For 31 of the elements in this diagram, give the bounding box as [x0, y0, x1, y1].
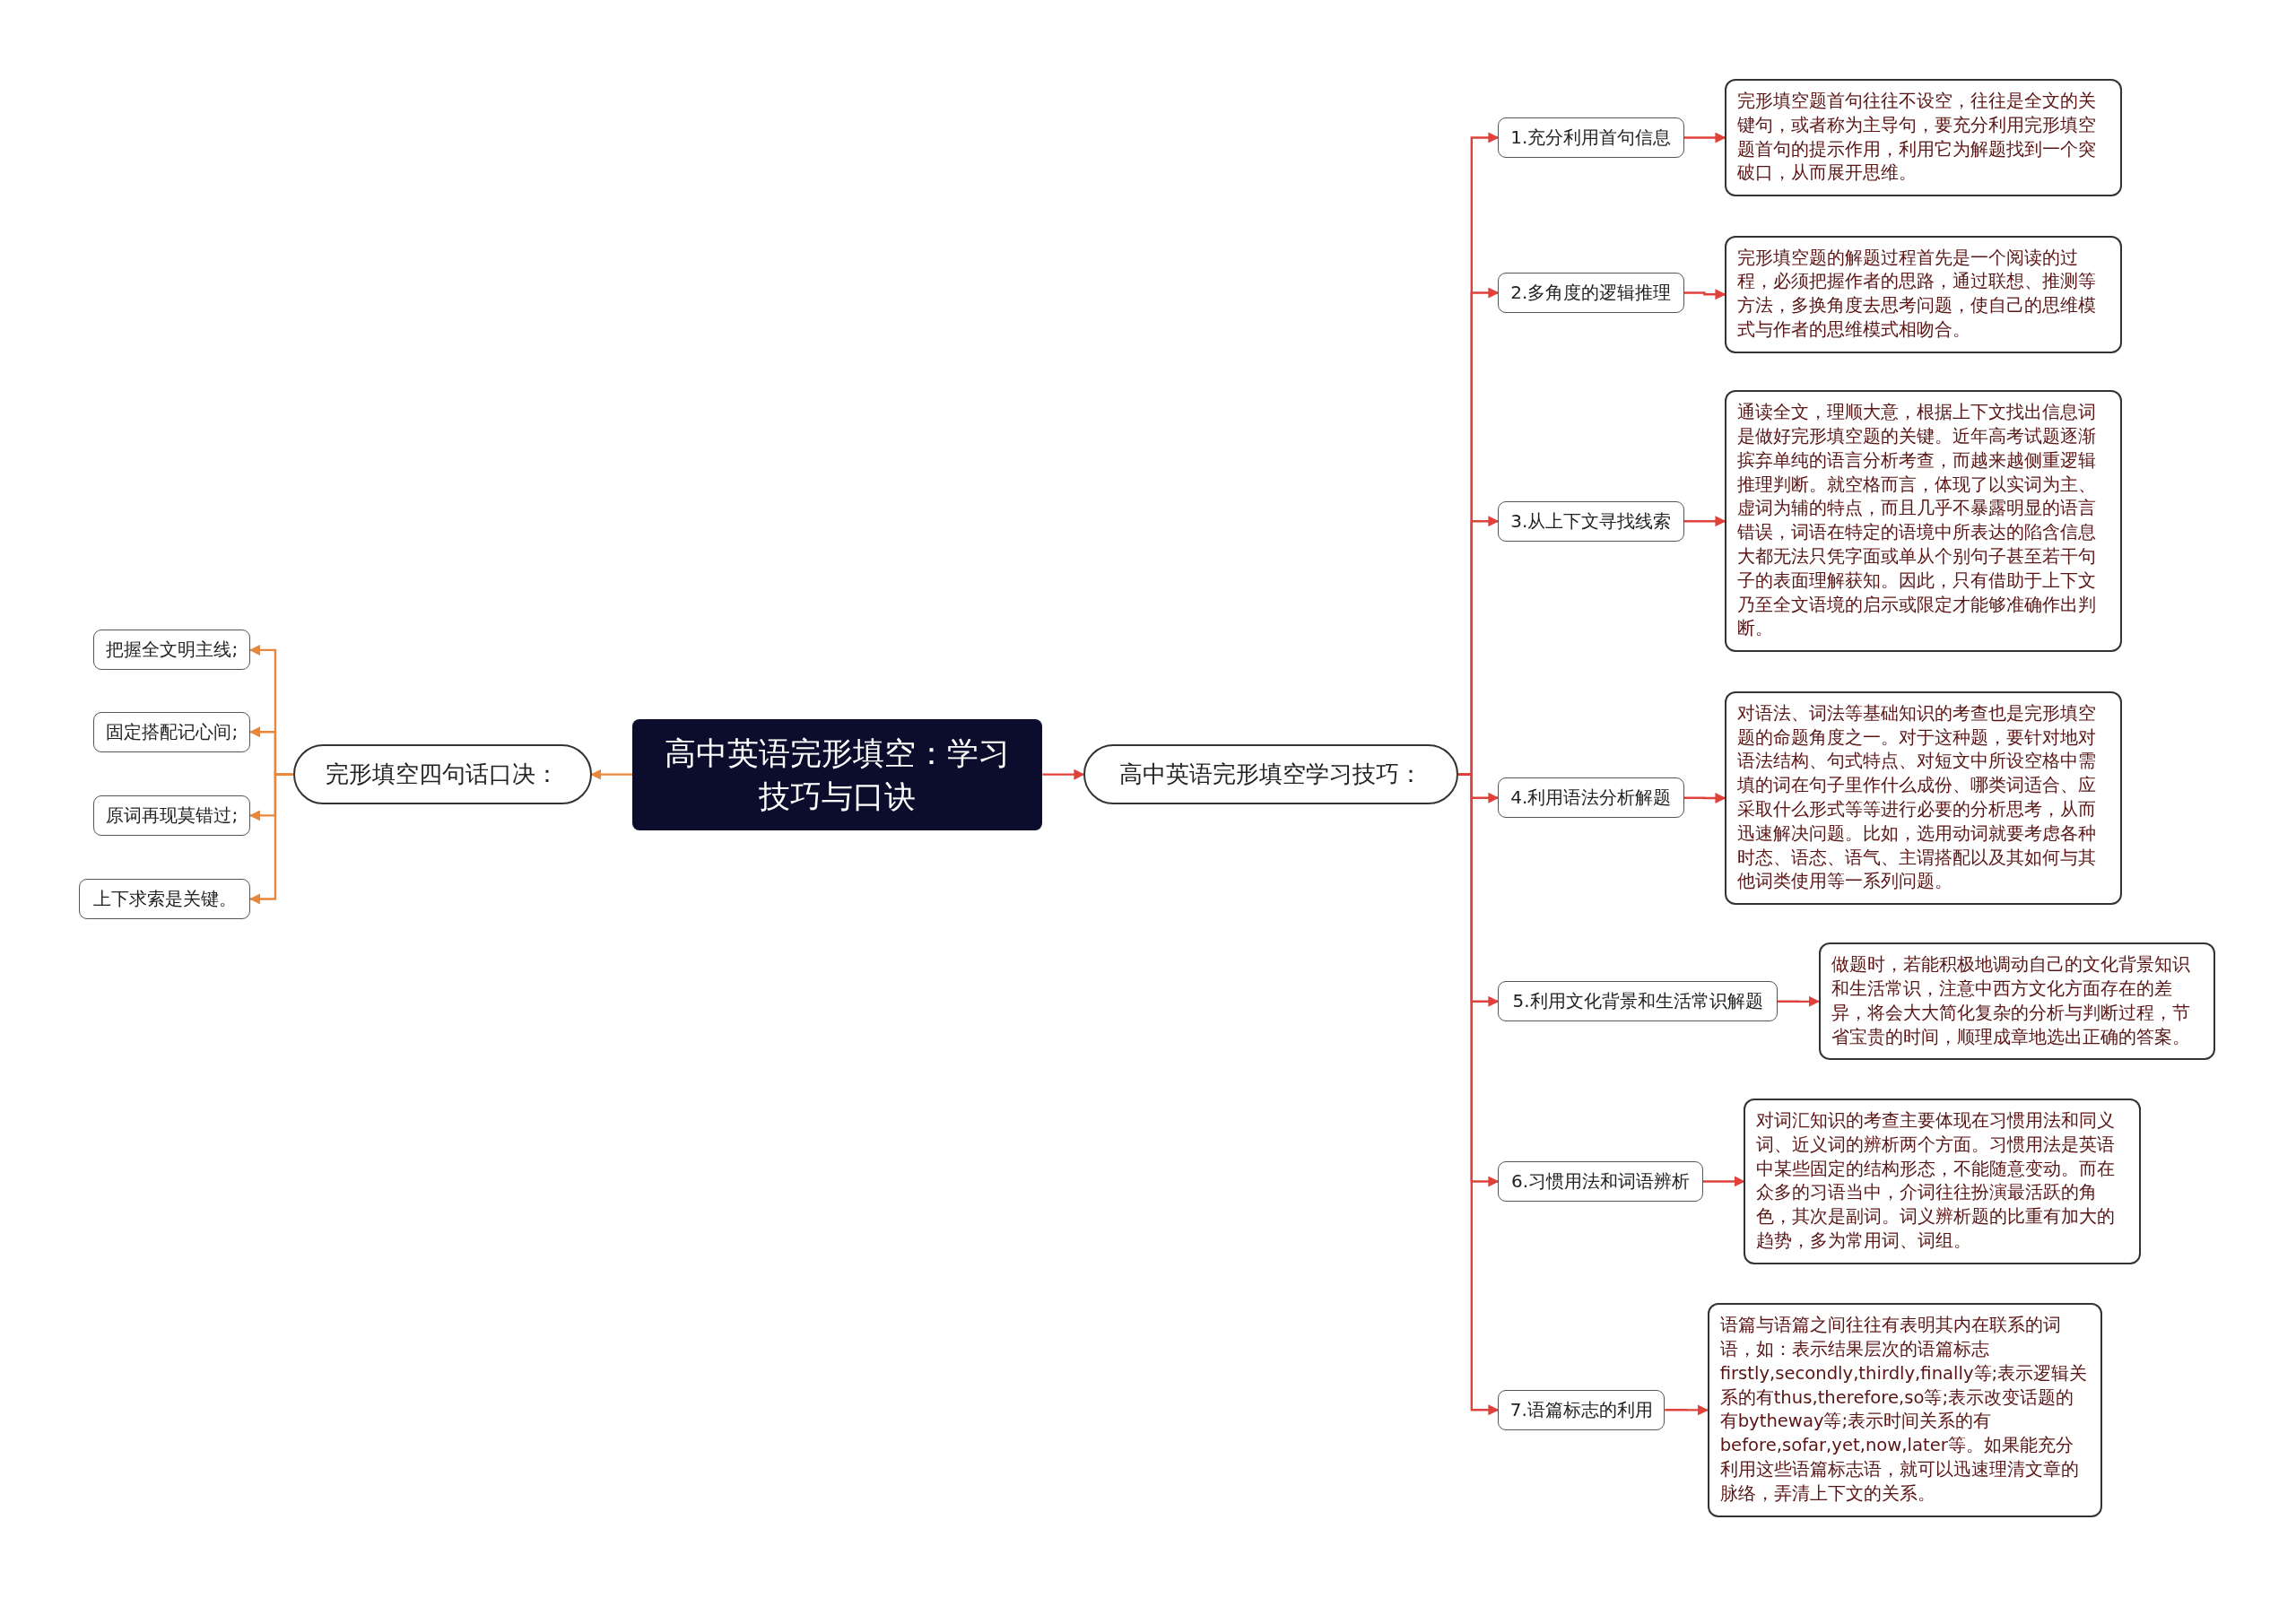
- arrow: [1683, 132, 1726, 143]
- arrow: [590, 769, 633, 780]
- branch-topic-box: 完形填空四句话口决：: [292, 744, 592, 805]
- topic-box: 固定搭配记心间;: [93, 711, 251, 752]
- arrow: [1702, 1176, 1745, 1187]
- arrow: [1683, 516, 1726, 527]
- arrow: [248, 773, 293, 905]
- topic-box: 6.习惯用法和词语辨析: [1498, 1161, 1703, 1203]
- branch-topic-box: 高中英语完形填空学习技巧：: [1083, 744, 1459, 805]
- central-topic-box: 高中英语完形填空：学习技巧与口诀: [632, 718, 1043, 830]
- text-box: 完形填空题的解题过程首先是一个阅读的过程，必须把握作者的思路，通过联想、推测等方法，多换角度去思考问题，使自己的思维模式与作者的思维模式相吻合。: [1725, 235, 2122, 353]
- topic-box: 3.从上下文寻找线索: [1498, 500, 1684, 542]
- text-box: 对语法、词法等基础知识的考查也是完形填空题的命题角度之一。对于这种题，要针对地对语法结构、句式特点、对短文中所设空格中需填的词在句子里作什么成份、哪类词适合、应采取什么形式等等进行必要的分析思考，从而迅速解决问题。比如，选用动词就要考虑各种时态、语态、语气、主谓搭配以及其如何与其他词类使用等一系列问题。: [1725, 690, 2122, 906]
- topic-box: 把握全文明主线;: [93, 630, 251, 671]
- text-box: 完形填空题首句往往不设空，往往是全文的关键句，或者称为主导句，要充分利用完形填空题首句的提示作用，利用它为解题找到一个突破口，从而展开思维。: [1725, 78, 2122, 197]
- arrow: [1683, 289, 1726, 300]
- text-box: 做题时，若能积极地调动自己的文化背景知识和生活常识，注意中西方文化方面存在的差异，将会大大简化复杂的分析与判断过程，节省宝贵的时间，顺理成章地选出正确的答案。: [1818, 942, 2216, 1061]
- topic-box: 2.多角度的逻辑推理: [1498, 273, 1684, 313]
- arrow: [1042, 769, 1085, 780]
- topic-box: 4.利用语法分析解题: [1498, 777, 1684, 819]
- topic-box: 原词再现莫错过;: [93, 795, 251, 836]
- text-box: 对词汇知识的考查主要体现在习惯用法和同义词、近义词的辨析两个方面。习惯用法是英语中某些固定的结构形态，不能随意变动。而在众多的习语当中，介词往往扮演最活跃的角色，其次是副词。词义辨析题的比重有加大的趋势，多为常用词、词组。: [1744, 1099, 2141, 1264]
- arrow: [1665, 1404, 1709, 1416]
- arrow: [1778, 995, 1820, 1007]
- topic-box: 上下求索是关键。: [79, 878, 251, 919]
- text-box: 通读全文，理顺大意，根据上下文找出信息词是做好完形填空题的关键。近年高考试题逐渐摈弃单纯的语言分析考查，而越来越侧重逻辑推理判断。就空格而言，体现了以实词为主、虚词为辅的特点，而且几乎不暴露明显的语言错误，词语在特定的语境中所表达的陷含信息大都无法只凭字面或单从个别句子甚至若干句子的表面理解获知。因此，只有借助于上下文乃至全文语境的启示或限定才能够准确作出判断。: [1725, 390, 2122, 653]
- text-box: 语篇与语篇之间往往有表明其内在联系的词语，如：表示结果层次的语篇标志firstly,secondly,thirdly,finally等;表示逻辑关系的有thus,therefore,so等;表示改变话题的有bytheway等;表示时间关系的有before,sofar,yet,now,later等。如果能充分利用这些语篇标志语，就可以迅速理清文章的脉络，弄清上下文的关系。: [1707, 1303, 2103, 1517]
- arrow: [1683, 792, 1726, 803]
- topic-box: 5.利用文化背景和生活常识解题: [1498, 981, 1779, 1022]
- topic-box: 1.充分利用首句信息: [1498, 117, 1684, 158]
- topic-box: 7.语篇标志的利用: [1498, 1389, 1665, 1430]
